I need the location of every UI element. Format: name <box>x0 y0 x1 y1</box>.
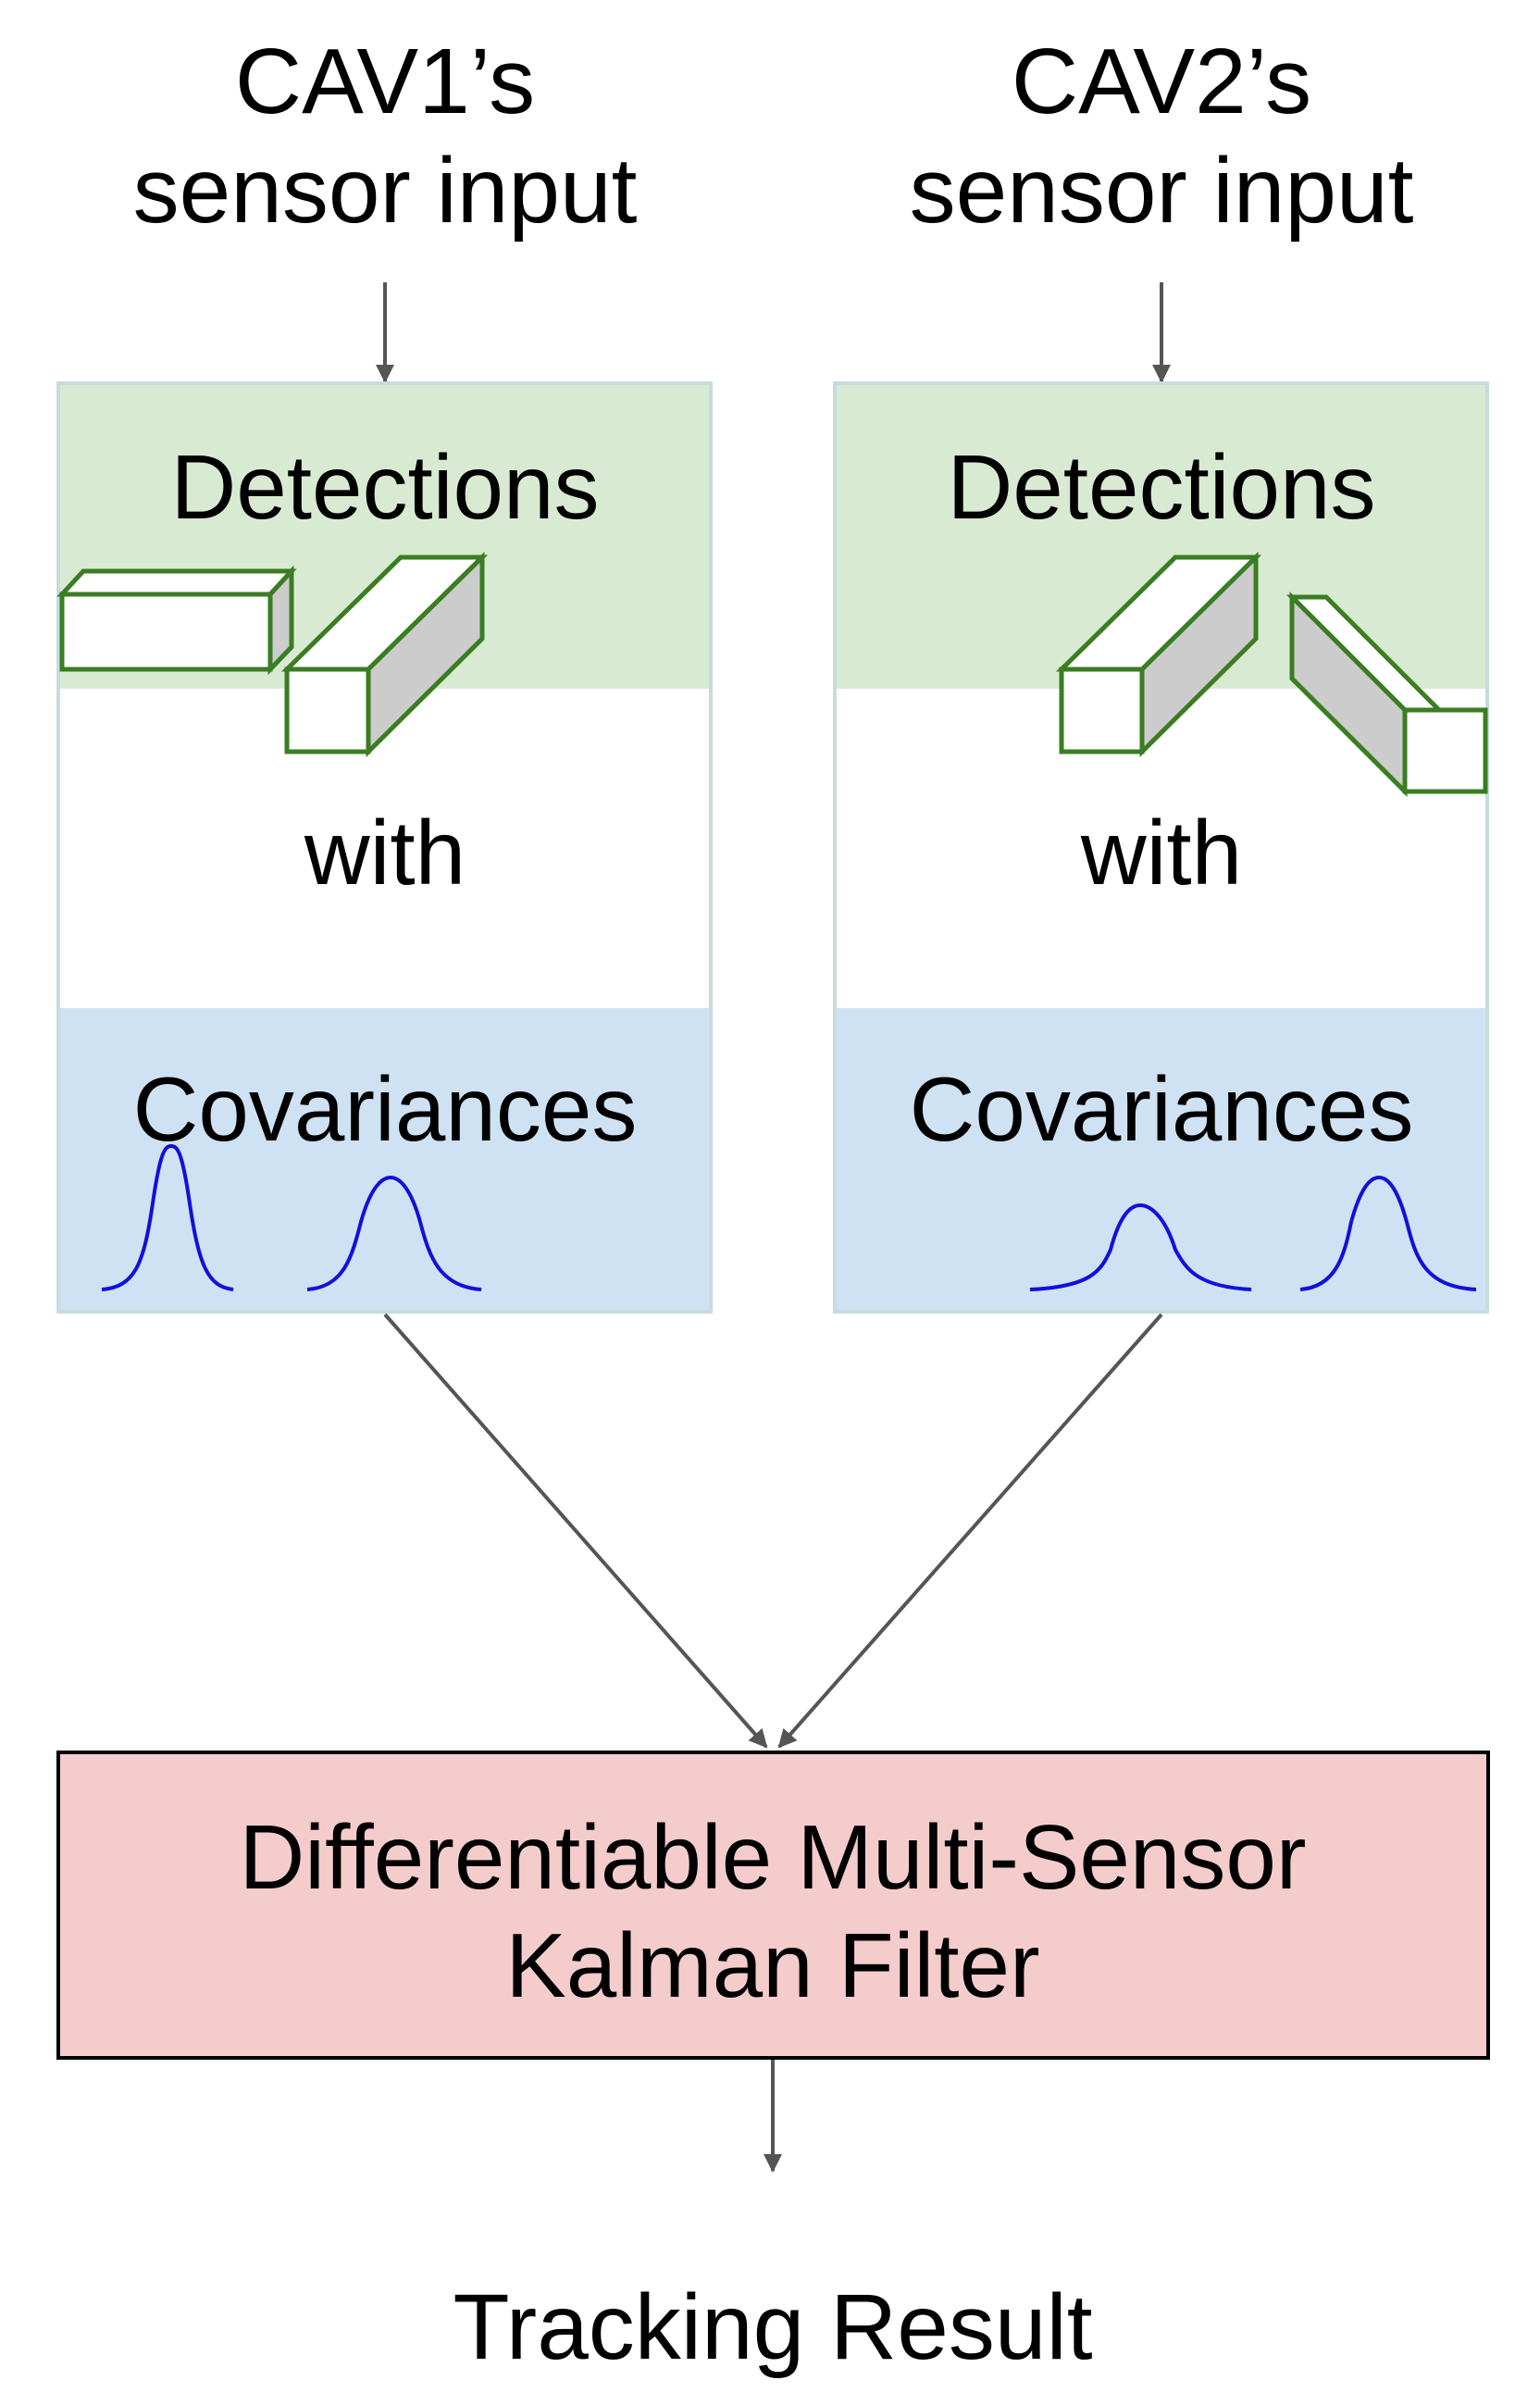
cav2-gaussian-curve-1 <box>1029 1202 1252 1291</box>
cav2-detection-box-2 <box>1285 591 1488 798</box>
cav2-detections-label: Detections <box>947 436 1375 538</box>
cav1-panel-border <box>56 381 713 1314</box>
cav2-title-line2: sensor input <box>910 139 1414 243</box>
cav2-panel: Detections with Covariances <box>833 381 1489 1314</box>
cav1-covariances-label: Covariances <box>133 1058 638 1160</box>
cav1-with-label: with <box>304 802 466 903</box>
cav2-title-line1: CAV2’s <box>1012 30 1311 133</box>
cav1-gaussian-curve-2 <box>306 1175 482 1291</box>
cav1-title-line1: CAV1’s <box>235 30 535 133</box>
cav2-covariances-label: Covariances <box>910 1058 1414 1160</box>
cav2-to-filter-arrow <box>777 1313 1163 1749</box>
cav1-detection-box-1 <box>56 565 297 676</box>
cav1-panel: Detections with Covariances <box>56 381 713 1314</box>
kalman-filter-label-line1: Differentiable Multi-Sensor <box>240 1806 1307 1908</box>
cav1-title-line2: sensor input <box>133 139 638 243</box>
cav1-gaussian-curve-1 <box>101 1143 234 1291</box>
cav2-panel-border <box>833 381 1489 1314</box>
cav1-covariances-section <box>58 1008 711 1312</box>
cav1-column: CAV1’s sensor input Detections with Cova… <box>56 30 768 1749</box>
cav1-with-section <box>58 689 711 1008</box>
cav1-detection-box-2 <box>280 552 489 758</box>
cav2-with-label: with <box>1080 802 1242 903</box>
kalman-filter-label-line2: Kalman Filter <box>505 1914 1039 2016</box>
cav2-gaussian-curve-2 <box>1299 1175 1477 1291</box>
cav1-detections-label: Detections <box>170 436 599 538</box>
cav1-to-filter-arrow <box>383 1313 768 1749</box>
cav2-column: CAV2’s sensor input Detections with Cova… <box>777 30 1489 1749</box>
cav2-detection-box-1 <box>1055 552 1262 758</box>
kalman-filter-block: Differentiable Multi-Sensor Kalman Filte… <box>56 1751 1490 2060</box>
cav2-covariances-section <box>835 1008 1487 1312</box>
tracking-result-label: Tracking Result <box>453 2275 1093 2379</box>
kalman-filter-box <box>56 1751 1490 2060</box>
